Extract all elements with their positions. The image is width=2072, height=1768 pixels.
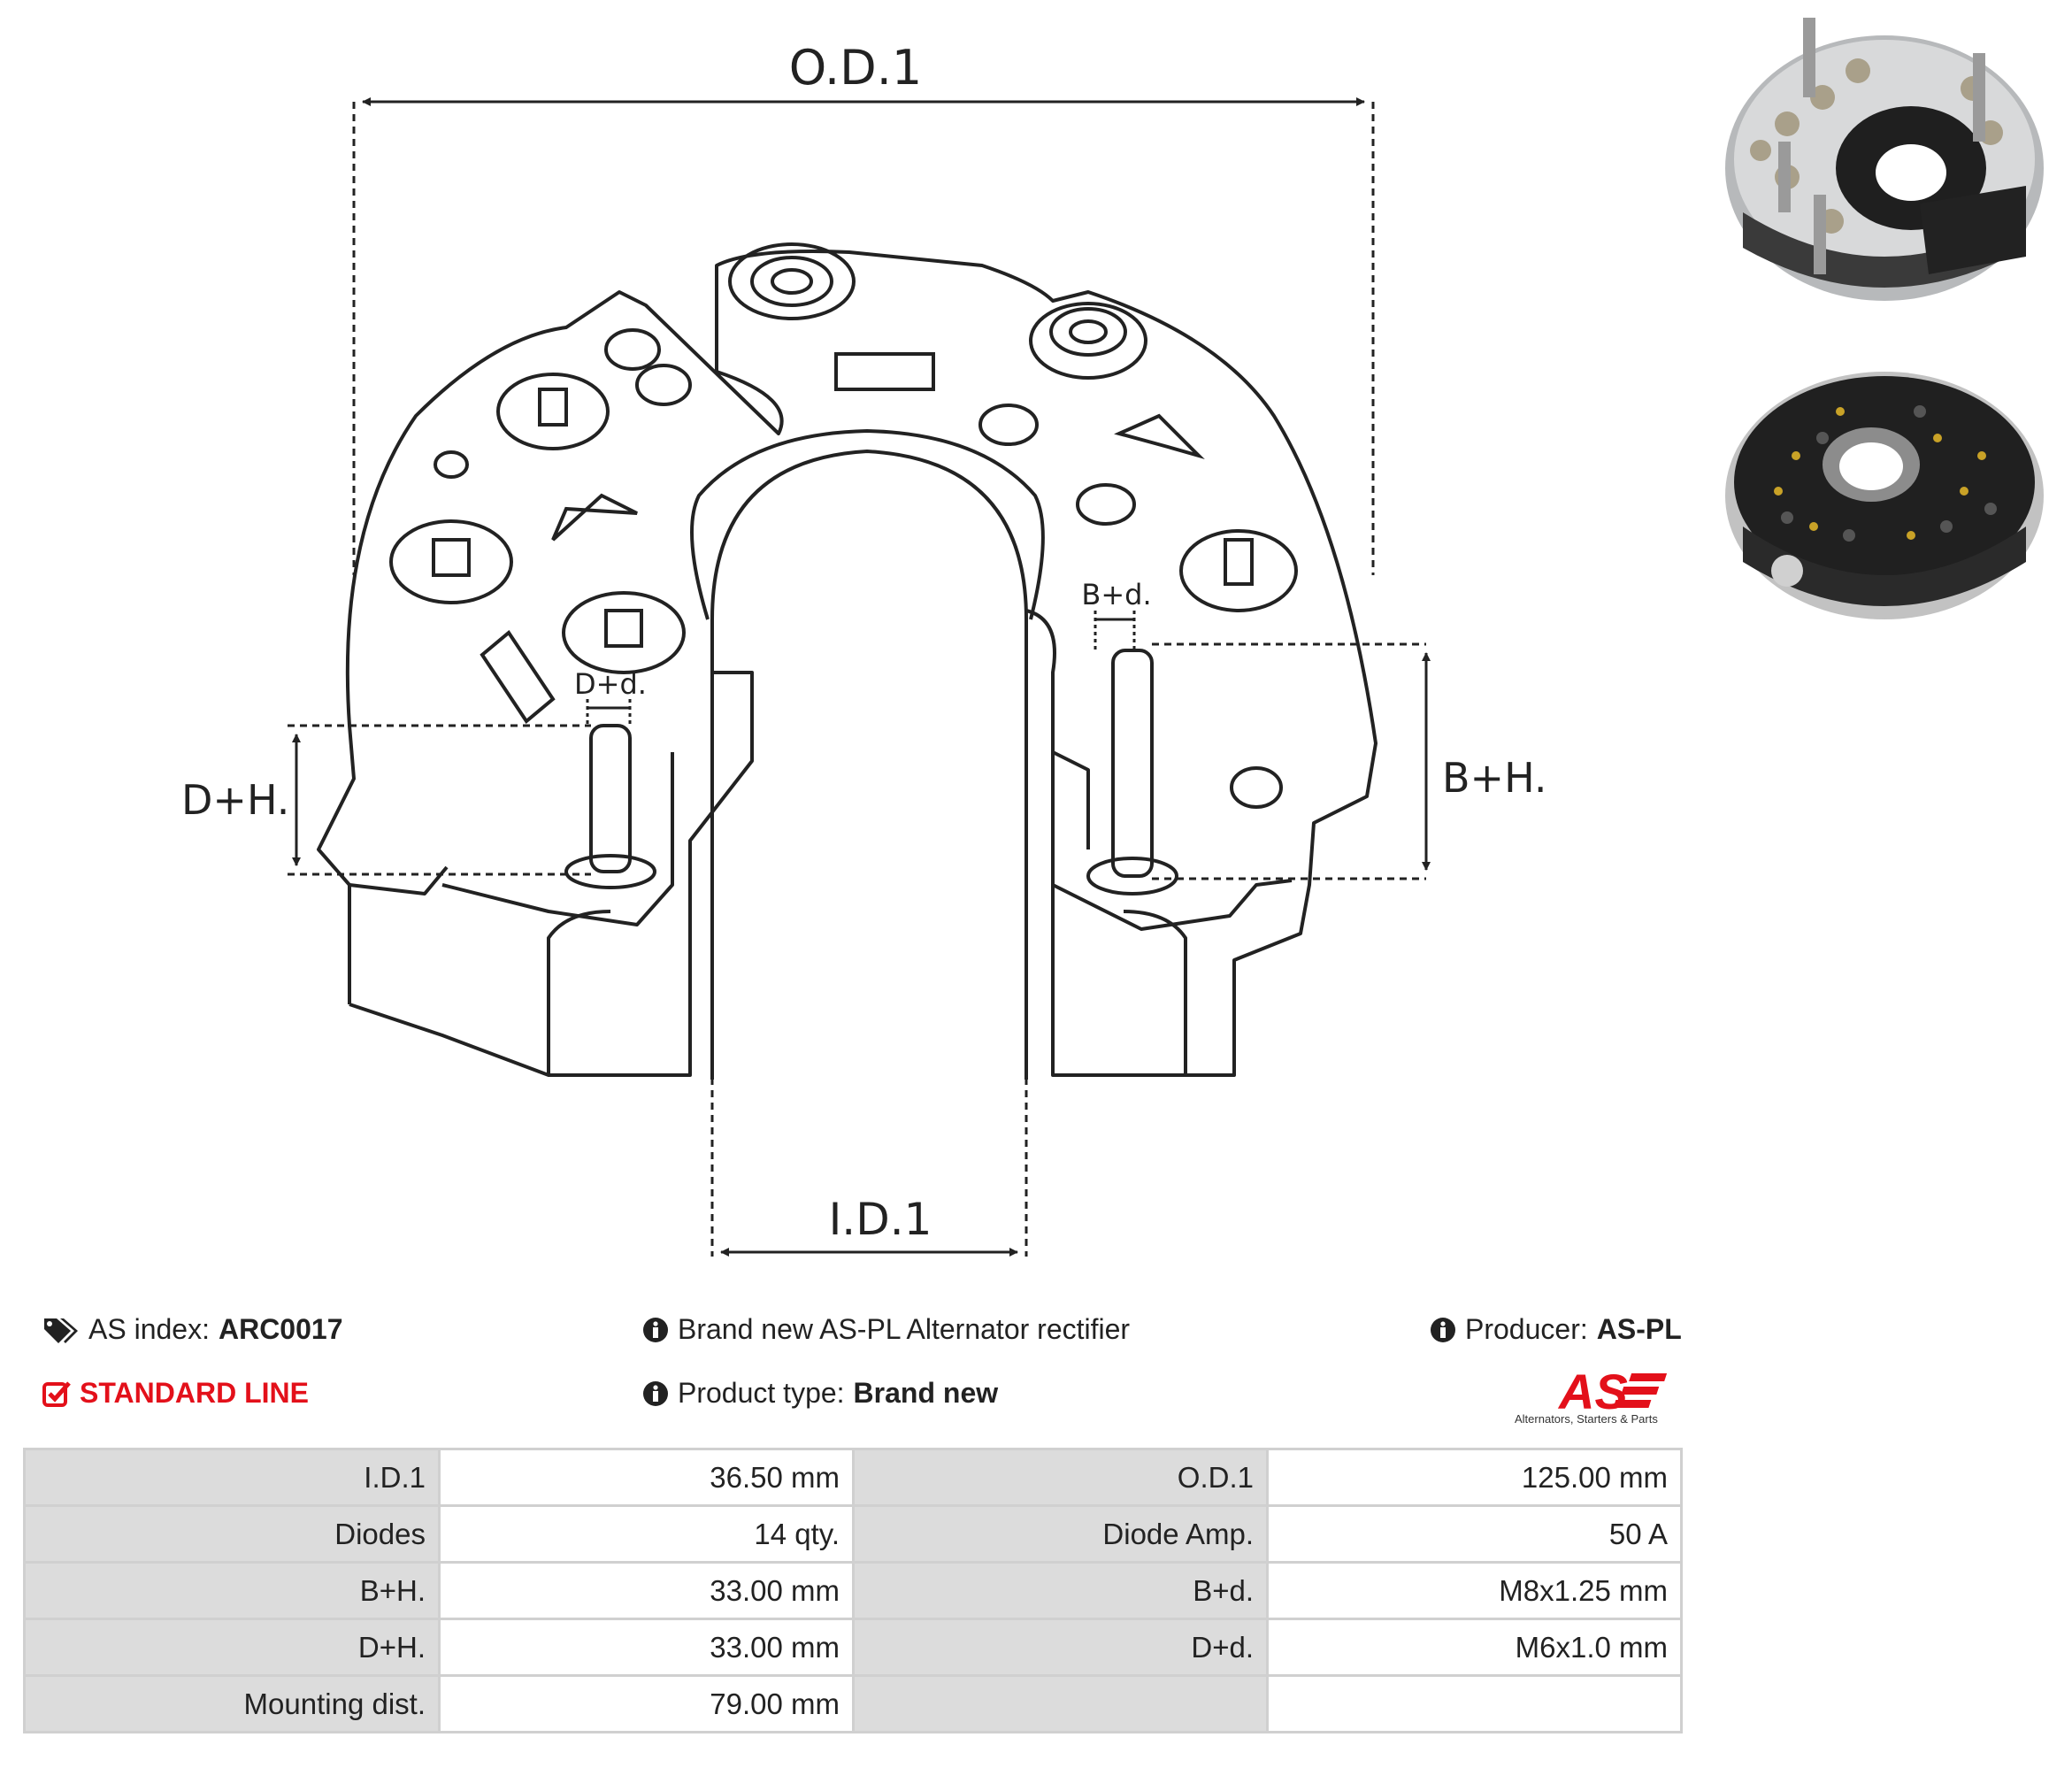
dimension-lines: [288, 97, 1431, 1257]
spec-label: Diodes: [23, 1504, 441, 1564]
spec-value: M8x1.25 mm: [1266, 1561, 1683, 1620]
producer: Producer: AS-PL: [1430, 1313, 1682, 1346]
spec-value: 33.00 mm: [438, 1561, 855, 1620]
standard-line-badge: STANDARD LINE: [42, 1377, 309, 1410]
rectifier-outline: [317, 250, 1377, 1080]
logo-tagline: Alternators, Starters & Parts: [1515, 1412, 1658, 1426]
spec-table: I.D.1 36.50 mm O.D.1 125.00 mm Diodes 14…: [23, 1448, 1683, 1733]
table-row: D+H. 33.00 mm D+d. M6x1.0 mm: [23, 1618, 1683, 1677]
label-bh: B+H.: [1442, 754, 1547, 802]
producer-value: AS-PL: [1596, 1313, 1682, 1345]
as-index-label: AS index:: [88, 1313, 210, 1345]
info-circle-icon: [1431, 1317, 1455, 1342]
spec-label: D+H.: [23, 1618, 441, 1677]
label-od1: O.D.1: [789, 40, 923, 96]
spec-label: I.D.1: [23, 1448, 441, 1507]
label-bd: B+d.: [1081, 578, 1151, 611]
spec-label: Mounting dist.: [23, 1674, 441, 1733]
spec-label: [852, 1674, 1269, 1733]
product-type-value: Brand new: [853, 1377, 999, 1409]
spec-value: 50 A: [1266, 1504, 1683, 1564]
info-circle-icon: [643, 1317, 668, 1342]
as-index-value: ARC0017: [218, 1313, 343, 1345]
standard-line-label: STANDARD LINE: [80, 1377, 309, 1409]
spec-label: O.D.1: [852, 1448, 1269, 1507]
spec-value: 33.00 mm: [438, 1618, 855, 1677]
as-index: AS index: ARC0017: [42, 1313, 342, 1346]
producer-label: Producer:: [1465, 1313, 1588, 1345]
spec-label: B+H.: [23, 1561, 441, 1620]
table-row: Diodes 14 qty. Diode Amp. 50 A: [23, 1504, 1683, 1564]
label-dd: D+d.: [574, 667, 647, 701]
product-description: Brand new AS-PL Alternator rectifier: [642, 1313, 1130, 1346]
spec-value: M6x1.0 mm: [1266, 1618, 1683, 1677]
product-type: Product type: Brand new: [642, 1377, 998, 1410]
as-pl-logo: AS: [1557, 1364, 1668, 1419]
product-type-label: Product type:: [678, 1377, 845, 1409]
spec-label: Diode Amp.: [852, 1504, 1269, 1564]
spec-value: 79.00 mm: [438, 1674, 855, 1733]
spec-label: B+d.: [852, 1561, 1269, 1620]
svg-text:AS: AS: [1557, 1364, 1628, 1419]
tags-icon: [44, 1318, 78, 1343]
check-square-icon: [42, 1380, 71, 1407]
spec-value: 125.00 mm: [1266, 1448, 1683, 1507]
rectifier-technical-drawing: O.D.1 I.D.1 B+H. D+H. B+d. D+d.: [181, 40, 1547, 1257]
table-row: B+H. 33.00 mm B+d. M8x1.25 mm: [23, 1561, 1683, 1620]
dimension-labels: O.D.1 I.D.1 B+H. D+H. B+d. D+d.: [181, 40, 1547, 1245]
info-circle-icon: [643, 1380, 668, 1406]
description-text: Brand new AS-PL Alternator rectifier: [678, 1313, 1131, 1345]
table-row: Mounting dist. 79.00 mm: [23, 1674, 1683, 1733]
spec-value: [1266, 1674, 1683, 1733]
label-dh: D+H.: [181, 776, 289, 824]
rectifier-features: [389, 242, 1298, 896]
spec-label: D+d.: [852, 1618, 1269, 1677]
spec-value: 36.50 mm: [438, 1448, 855, 1507]
product-photo-top: [1725, 18, 2044, 301]
label-id1: I.D.1: [829, 1194, 932, 1245]
product-photo-bottom: [1725, 372, 2044, 619]
table-row: I.D.1 36.50 mm O.D.1 125.00 mm: [23, 1448, 1683, 1507]
spec-value: 14 qty.: [438, 1504, 855, 1564]
